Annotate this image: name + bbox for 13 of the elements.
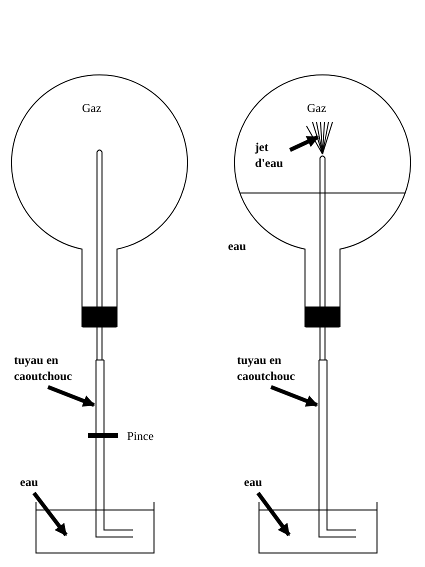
leader-arrow [256,492,291,536]
gas-label: Gaz [82,100,102,116]
leader-arrow [270,385,318,407]
water-label: eau [228,238,246,254]
clamp-label: Pince [127,428,154,444]
callout-label: eau [20,474,44,490]
callout-label: jet d'eau [255,139,287,171]
callout-label: tuyau en caoutchouc [237,352,309,384]
leader-arrow [47,385,96,407]
callout-label: eau [244,474,268,490]
gas-label: Gaz [307,100,326,116]
leader-arrow [32,492,68,536]
callout-label: tuyau en caoutchouc [14,352,86,384]
